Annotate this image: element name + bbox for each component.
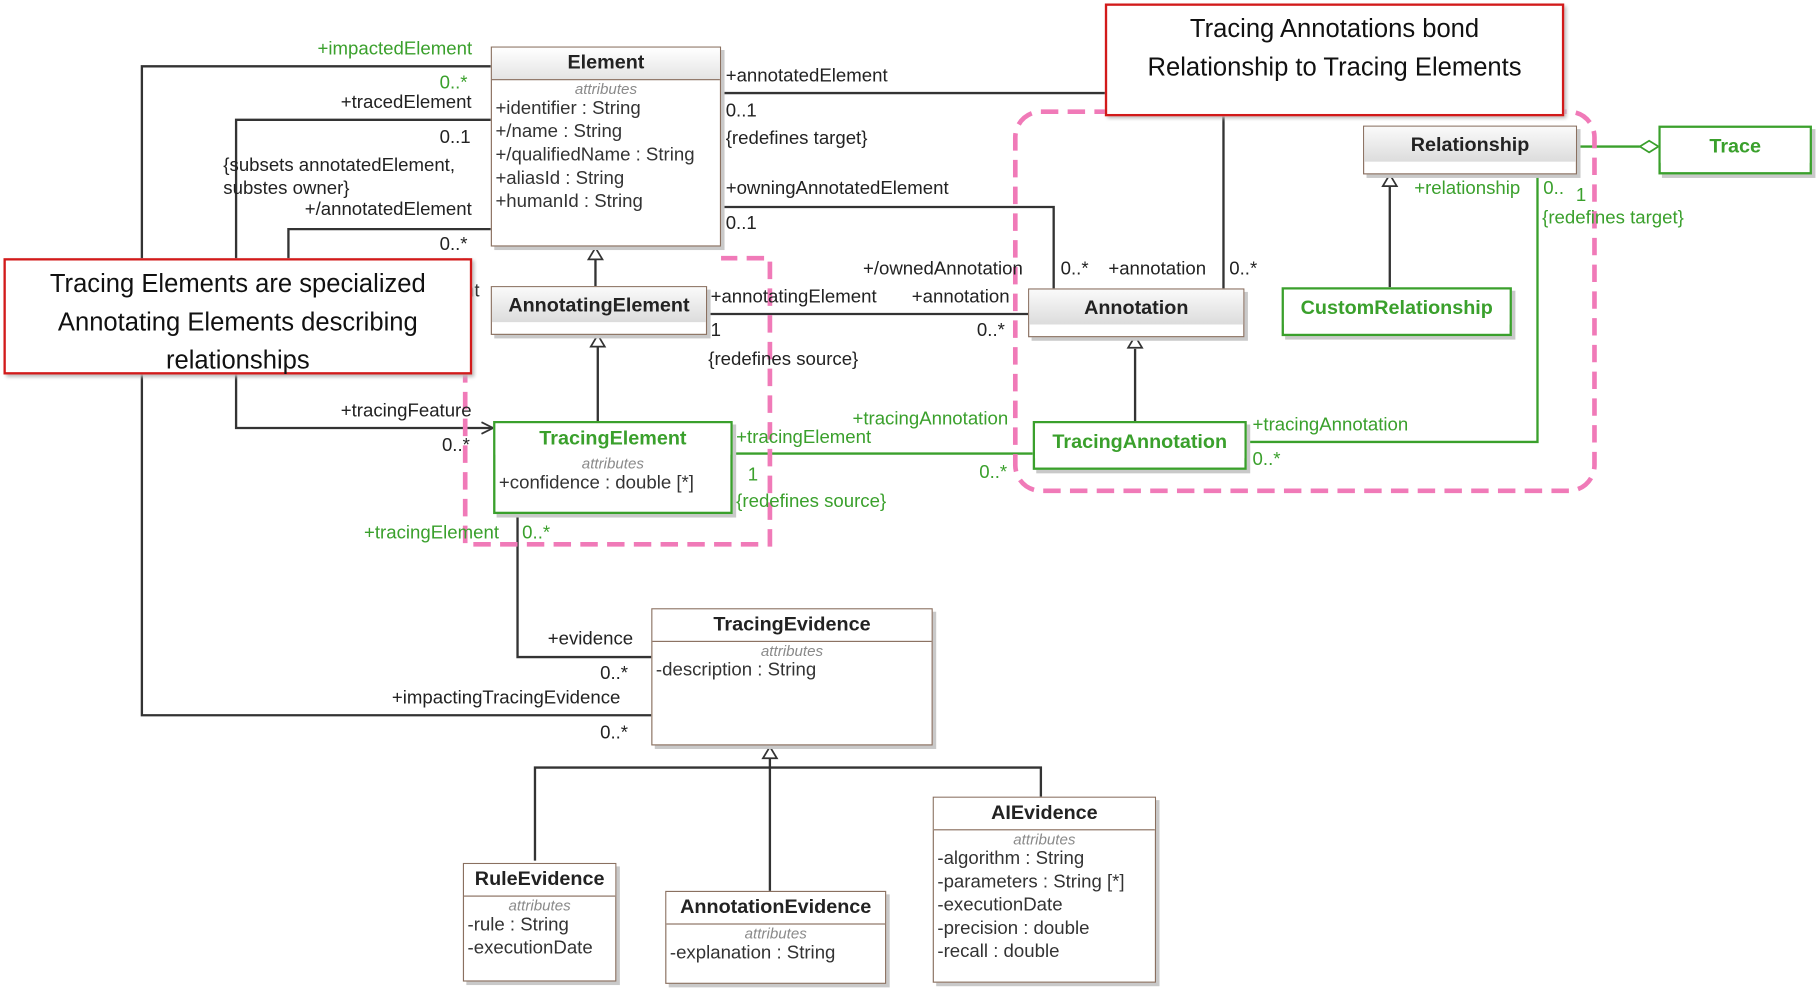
role-tracing-element-right: +tracingElement — [736, 427, 872, 448]
relationship-class-name: Relationship — [1364, 126, 1576, 162]
annotation-evidence-class-name: AnnotationEvidence — [666, 892, 886, 925]
mult-derived-annotated-element: 0..* — [439, 234, 468, 255]
custom-relationship-class[interactable]: CustomRelationship — [1281, 287, 1512, 337]
ai-evidence-attr-parameters: -parameters : String [*] — [937, 872, 1125, 893]
tracing-element-attributes-caption: attributes — [581, 454, 644, 473]
rule-evidence-attributes-caption: attributes — [508, 896, 571, 915]
ai-evidence-class-name: AIEvidence — [933, 797, 1155, 831]
annotating-element-class-name: AnnotatingElement — [491, 287, 706, 323]
tracing-annotations-note-text: Tracing Annotations bond Relationship to… — [1147, 13, 1522, 82]
role-relationship: +relationship — [1414, 179, 1521, 199]
annotation-evidence-attributes-caption: attributes — [744, 924, 807, 943]
element-attr-name: +/name : String — [495, 122, 623, 142]
tracing-annotation-class-name: TracingAnnotation — [1035, 423, 1245, 459]
mult-tracing-annotation-left: 0..* — [979, 462, 1008, 483]
tracing-element-class-name: TracingElement — [495, 423, 731, 455]
ai-evidence-class[interactable]: AIEvidence attributes -algorithm : Strin… — [932, 796, 1157, 983]
role-impacted-element: +impactedElement — [317, 39, 473, 60]
mult-annotating-element: 1 — [710, 320, 721, 341]
annotation-class[interactable]: Annotation — [1028, 288, 1245, 338]
tracing-annotation-class[interactable]: TracingAnnotation — [1032, 421, 1247, 470]
role-derived-annotated-element: +/annotatedElement — [304, 200, 472, 220]
tracing-evidence-attributes-caption: attributes — [760, 641, 824, 660]
mult-traced-element: 0..1 — [439, 127, 471, 148]
mult-tracing-element-bottom: 0..* — [522, 523, 551, 544]
element-attributes-caption: attributes — [574, 80, 638, 98]
ai-evidence-attributes-caption: attributes — [1013, 830, 1076, 848]
role-owned-annotation: +/ownedAnnotation — [862, 259, 1023, 280]
role-annotating-element: +annotatingElement — [710, 287, 877, 308]
element-class[interactable]: Element attributes +identifier : String … — [490, 46, 722, 247]
role-owning-annotated-element: +owningAnnotatedElement — [725, 179, 949, 199]
ai-evidence-attr-algorithm: -algorithm : String — [937, 848, 1085, 869]
tracing-annotations-note: Tracing Annotations bond Relationship to… — [1104, 3, 1565, 117]
mult-annotated-element: 0..1 — [725, 101, 757, 121]
mult-tracing-element-right: 1 — [747, 465, 759, 485]
tracing-evidence-class[interactable]: TracingEvidence attributes -description … — [651, 608, 933, 746]
rule-evidence-class-name: RuleEvidence — [464, 864, 616, 897]
annotation-evidence-class[interactable]: AnnotationEvidence attributes -explanati… — [665, 890, 887, 984]
annotation-evidence-attr-explanation: -explanation : String — [669, 943, 836, 963]
role-tracing-element-bottom: +tracingElement — [364, 523, 499, 544]
tracing-evidence-class-name: TracingEvidence — [652, 609, 932, 642]
ai-evidence-attr-precision: -precision : double — [937, 918, 1090, 939]
mult-owned-annotation: 0..* — [1060, 259, 1089, 280]
ai-evidence-attr-execution-date: -executionDate — [937, 895, 1063, 916]
tracing-elements-note: Tracing Elements are specialized Annotat… — [3, 258, 473, 375]
rule-evidence-attr-execution-date: -executionDate — [467, 938, 593, 959]
role-annotation-top: +annotation — [1108, 259, 1207, 280]
element-attr-human-id: +humanId : String — [495, 191, 643, 212]
custom-relationship-class-name: CustomRelationship — [1283, 289, 1510, 325]
element-attr-qualified-name: +/qualifiedName : String — [495, 145, 695, 166]
tracing-evidence-attr-description: -description : String — [655, 660, 817, 681]
constraint-subsets-line2: substes owner} — [223, 179, 350, 199]
mult-relationship-one: 1 — [1575, 186, 1587, 206]
relationship-class[interactable]: Relationship — [1363, 125, 1578, 175]
element-attr-alias-id: +aliasId : String — [495, 168, 625, 189]
rule-evidence-attr-rule: -rule : String — [467, 915, 569, 936]
role-tracing-annotation-left: +tracingAnnotation — [852, 409, 1009, 430]
constraint-redefines-target: {redefines target} — [725, 129, 868, 149]
mult-annotation-mid: 0..* — [976, 320, 1005, 341]
tracing-element-class[interactable]: TracingElement attributes +confidence : … — [493, 421, 733, 515]
constraint-subsets-line1: {subsets annotatedElement, — [223, 155, 456, 176]
element-attr-identifier: +identifier : String — [495, 98, 641, 119]
constraint-redefines-target-green: {redefines target} — [1542, 208, 1684, 228]
element-class-name: Element — [491, 47, 720, 81]
role-impacting-tracing-evidence: +impactingTracingEvidence — [391, 688, 621, 709]
role-tracing-annotation-right: +tracingAnnotation — [1252, 415, 1409, 435]
mult-owning-annotated-element: 0..1 — [725, 213, 757, 234]
mult-tracing-annotation-right: 0..* — [1252, 450, 1281, 470]
annotation-class-name: Annotation — [1029, 289, 1244, 325]
role-tracing-feature: +tracingFeature — [340, 401, 472, 422]
trace-class-name: Trace — [1660, 127, 1810, 163]
role-traced-element: +tracedElement — [340, 93, 472, 113]
mult-annotation-top: 0..* — [1229, 259, 1258, 280]
mult-evidence: 0..* — [600, 664, 629, 684]
mult-impacting-tracing-evidence: 0..* — [600, 723, 629, 744]
tracing-elements-note-text: Tracing Elements are specialized Annotat… — [49, 268, 426, 375]
rule-evidence-class[interactable]: RuleEvidence attributes -rule : String -… — [462, 862, 617, 982]
tracing-element-attr-confidence: +confidence : double [*] — [498, 473, 694, 494]
constraint-redefines-source: {redefines source} — [708, 350, 859, 370]
mult-impacted-element: 0..* — [439, 73, 468, 94]
mult-tracing-feature: 0..* — [441, 436, 470, 456]
role-annotated-element: +annotatedElement — [725, 66, 888, 87]
constraint-redefines-source-green: {redefines source} — [736, 491, 887, 512]
role-annotation-mid: +annotation — [911, 287, 1010, 308]
mult-relationship: 0.. — [1543, 179, 1564, 199]
ai-evidence-attr-recall: -recall : double — [937, 942, 1060, 962]
annotating-element-class[interactable]: AnnotatingElement — [490, 286, 708, 335]
role-evidence: +evidence — [547, 629, 634, 649]
trace-class[interactable]: Trace — [1658, 125, 1812, 175]
